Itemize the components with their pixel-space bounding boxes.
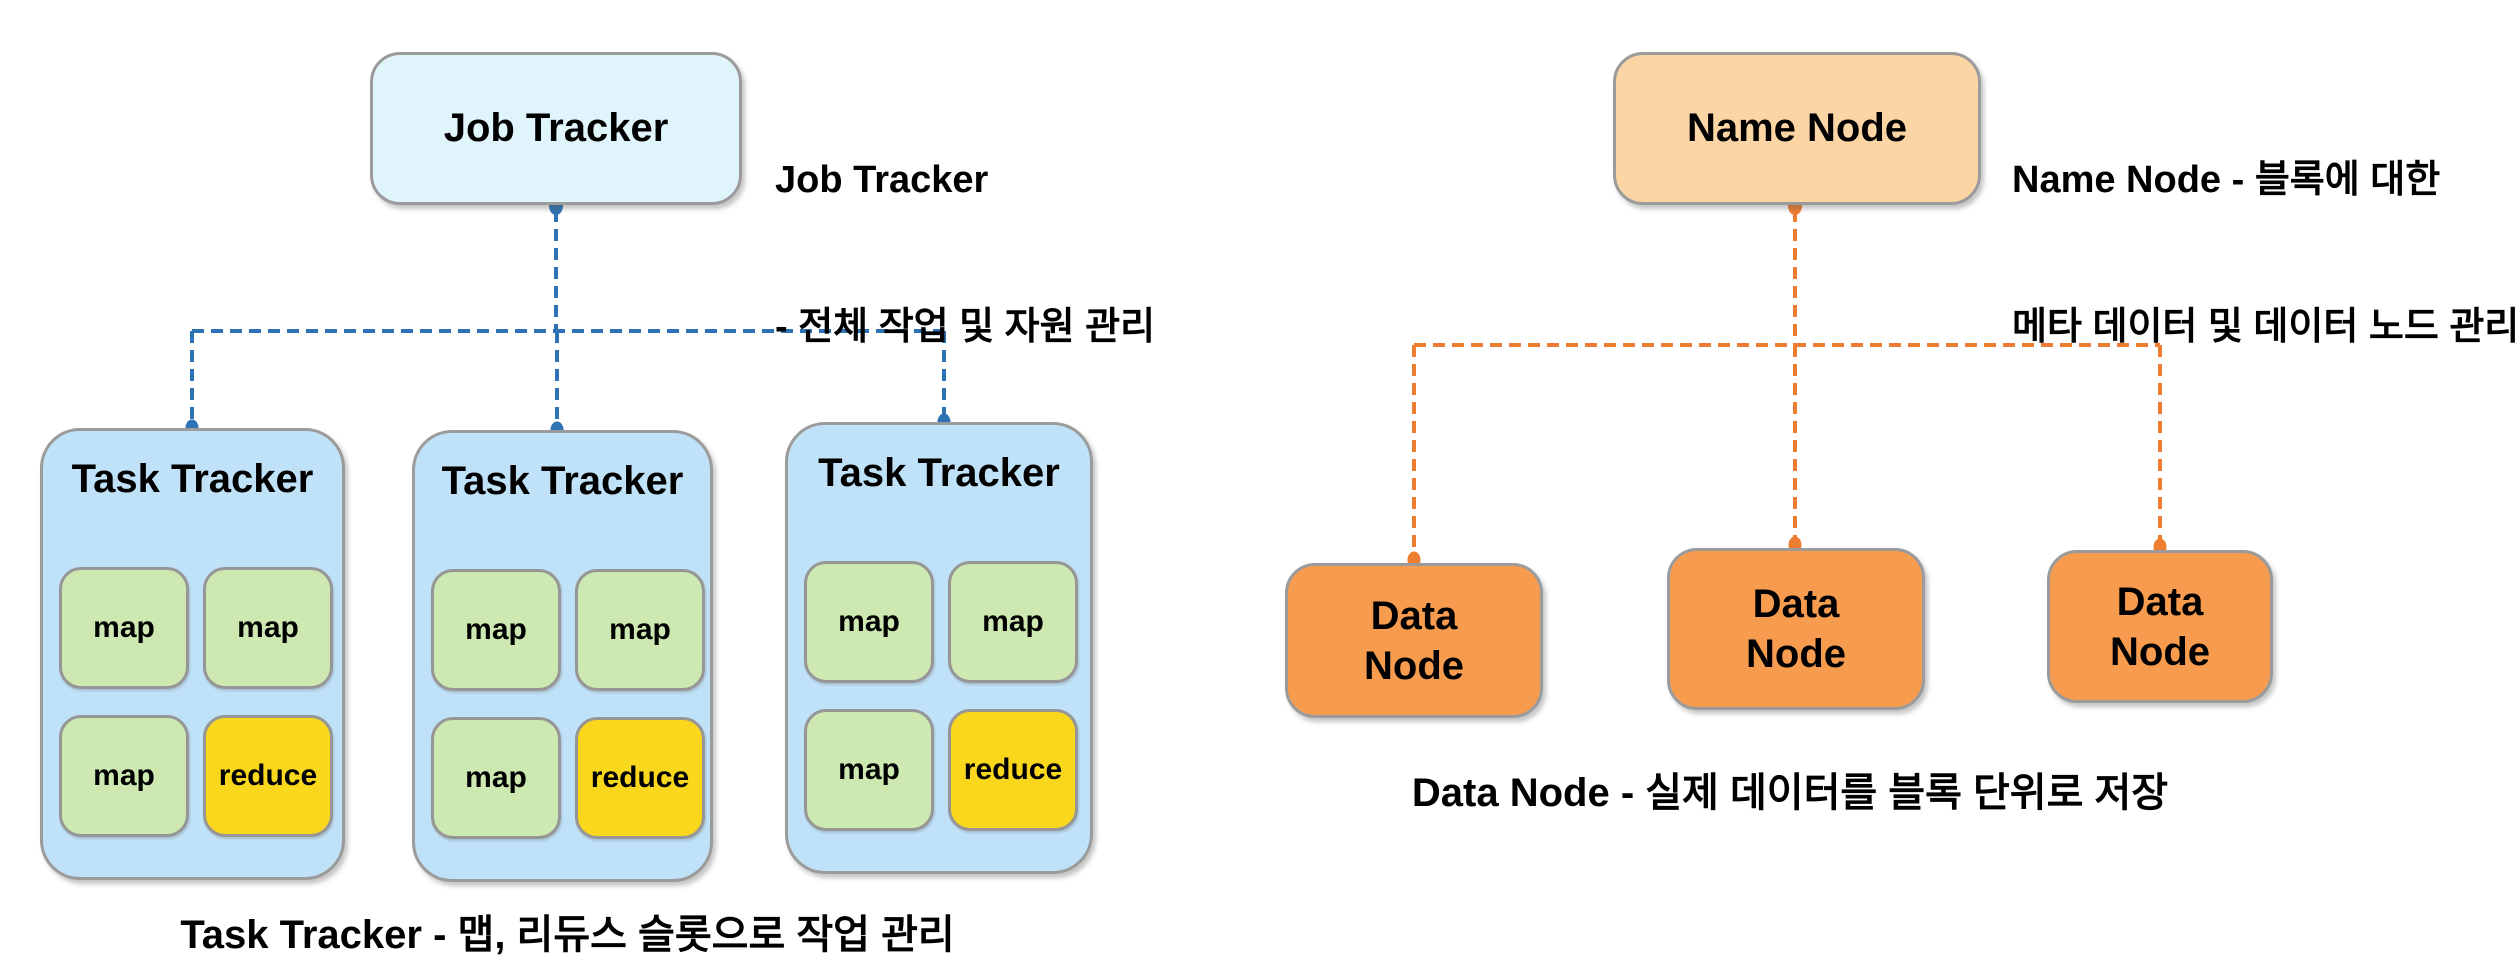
task-tracker-label: Task Tracker <box>441 459 684 503</box>
data-node-label: Data Node <box>1746 582 1846 676</box>
task-tracker-box-2: Task Tracker map map map reduce <box>412 430 713 882</box>
map-slot: map <box>59 715 189 837</box>
data-node-box-1: Data Node <box>1285 563 1543 718</box>
data-node-label: Data Node <box>1364 593 1464 688</box>
data-node-caption: Data Node - 실제 데이터를 블록 단위로 저장 <box>1411 771 2169 815</box>
name-node-annotation-line2: 메타 데이터 및 데이터 노드 관리 <box>2012 306 2516 348</box>
task-tracker-box-1: Task Tracker map map map reduce <box>40 428 345 880</box>
map-slot: map <box>431 717 561 839</box>
reduce-slot: reduce <box>203 715 333 837</box>
task-tracker-slots: map map map reduce <box>804 561 1078 831</box>
task-tracker-label: Task Tracker <box>71 457 314 501</box>
reduce-slot: reduce <box>948 709 1078 831</box>
name-node-label: Name Node <box>1686 106 1908 150</box>
data-node-label: Data Node <box>2110 579 2210 674</box>
name-node-box: Name Node <box>1613 52 1981 205</box>
job-tracker-annotation-line1: Job Tracker <box>775 159 989 201</box>
map-slot: map <box>203 567 333 689</box>
map-slot: map <box>804 561 934 683</box>
name-node-annotation: Name Node - 블록에 대한 메타 데이터 및 데이터 노드 관리 <box>2012 58 2516 450</box>
job-tracker-connector-lines <box>190 210 946 424</box>
task-tracker-caption: Task Tracker - 맵, 리듀스 슬롯으로 작업 관리 <box>180 913 955 957</box>
task-tracker-label: Task Tracker <box>818 451 1060 495</box>
map-slot: map <box>59 567 189 689</box>
job-tracker-label: Job Tracker <box>443 106 669 150</box>
task-tracker-slots: map map map reduce <box>431 569 705 839</box>
data-node-box-2: Data Node <box>1667 548 1925 710</box>
job-tracker-box: Job Tracker <box>370 52 742 205</box>
data-node-box-3: Data Node <box>2047 550 2273 703</box>
map-slot: map <box>431 569 561 691</box>
map-slot: map <box>575 569 705 691</box>
reduce-slot: reduce <box>575 717 705 839</box>
map-slot: map <box>804 709 934 831</box>
name-node-connector-lines <box>1412 210 2162 556</box>
task-tracker-box-3: Task Tracker map map map reduce <box>785 422 1093 874</box>
name-node-annotation-line1: Name Node - 블록에 대한 <box>2012 159 2441 201</box>
job-tracker-annotation: Job Tracker - 전체 작업 및 자원 관리 <box>775 58 1155 450</box>
job-tracker-annotation-line2: - 전체 작업 및 자원 관리 <box>775 306 1156 348</box>
map-slot: map <box>948 561 1078 683</box>
task-tracker-slots: map map map reduce <box>59 567 333 837</box>
